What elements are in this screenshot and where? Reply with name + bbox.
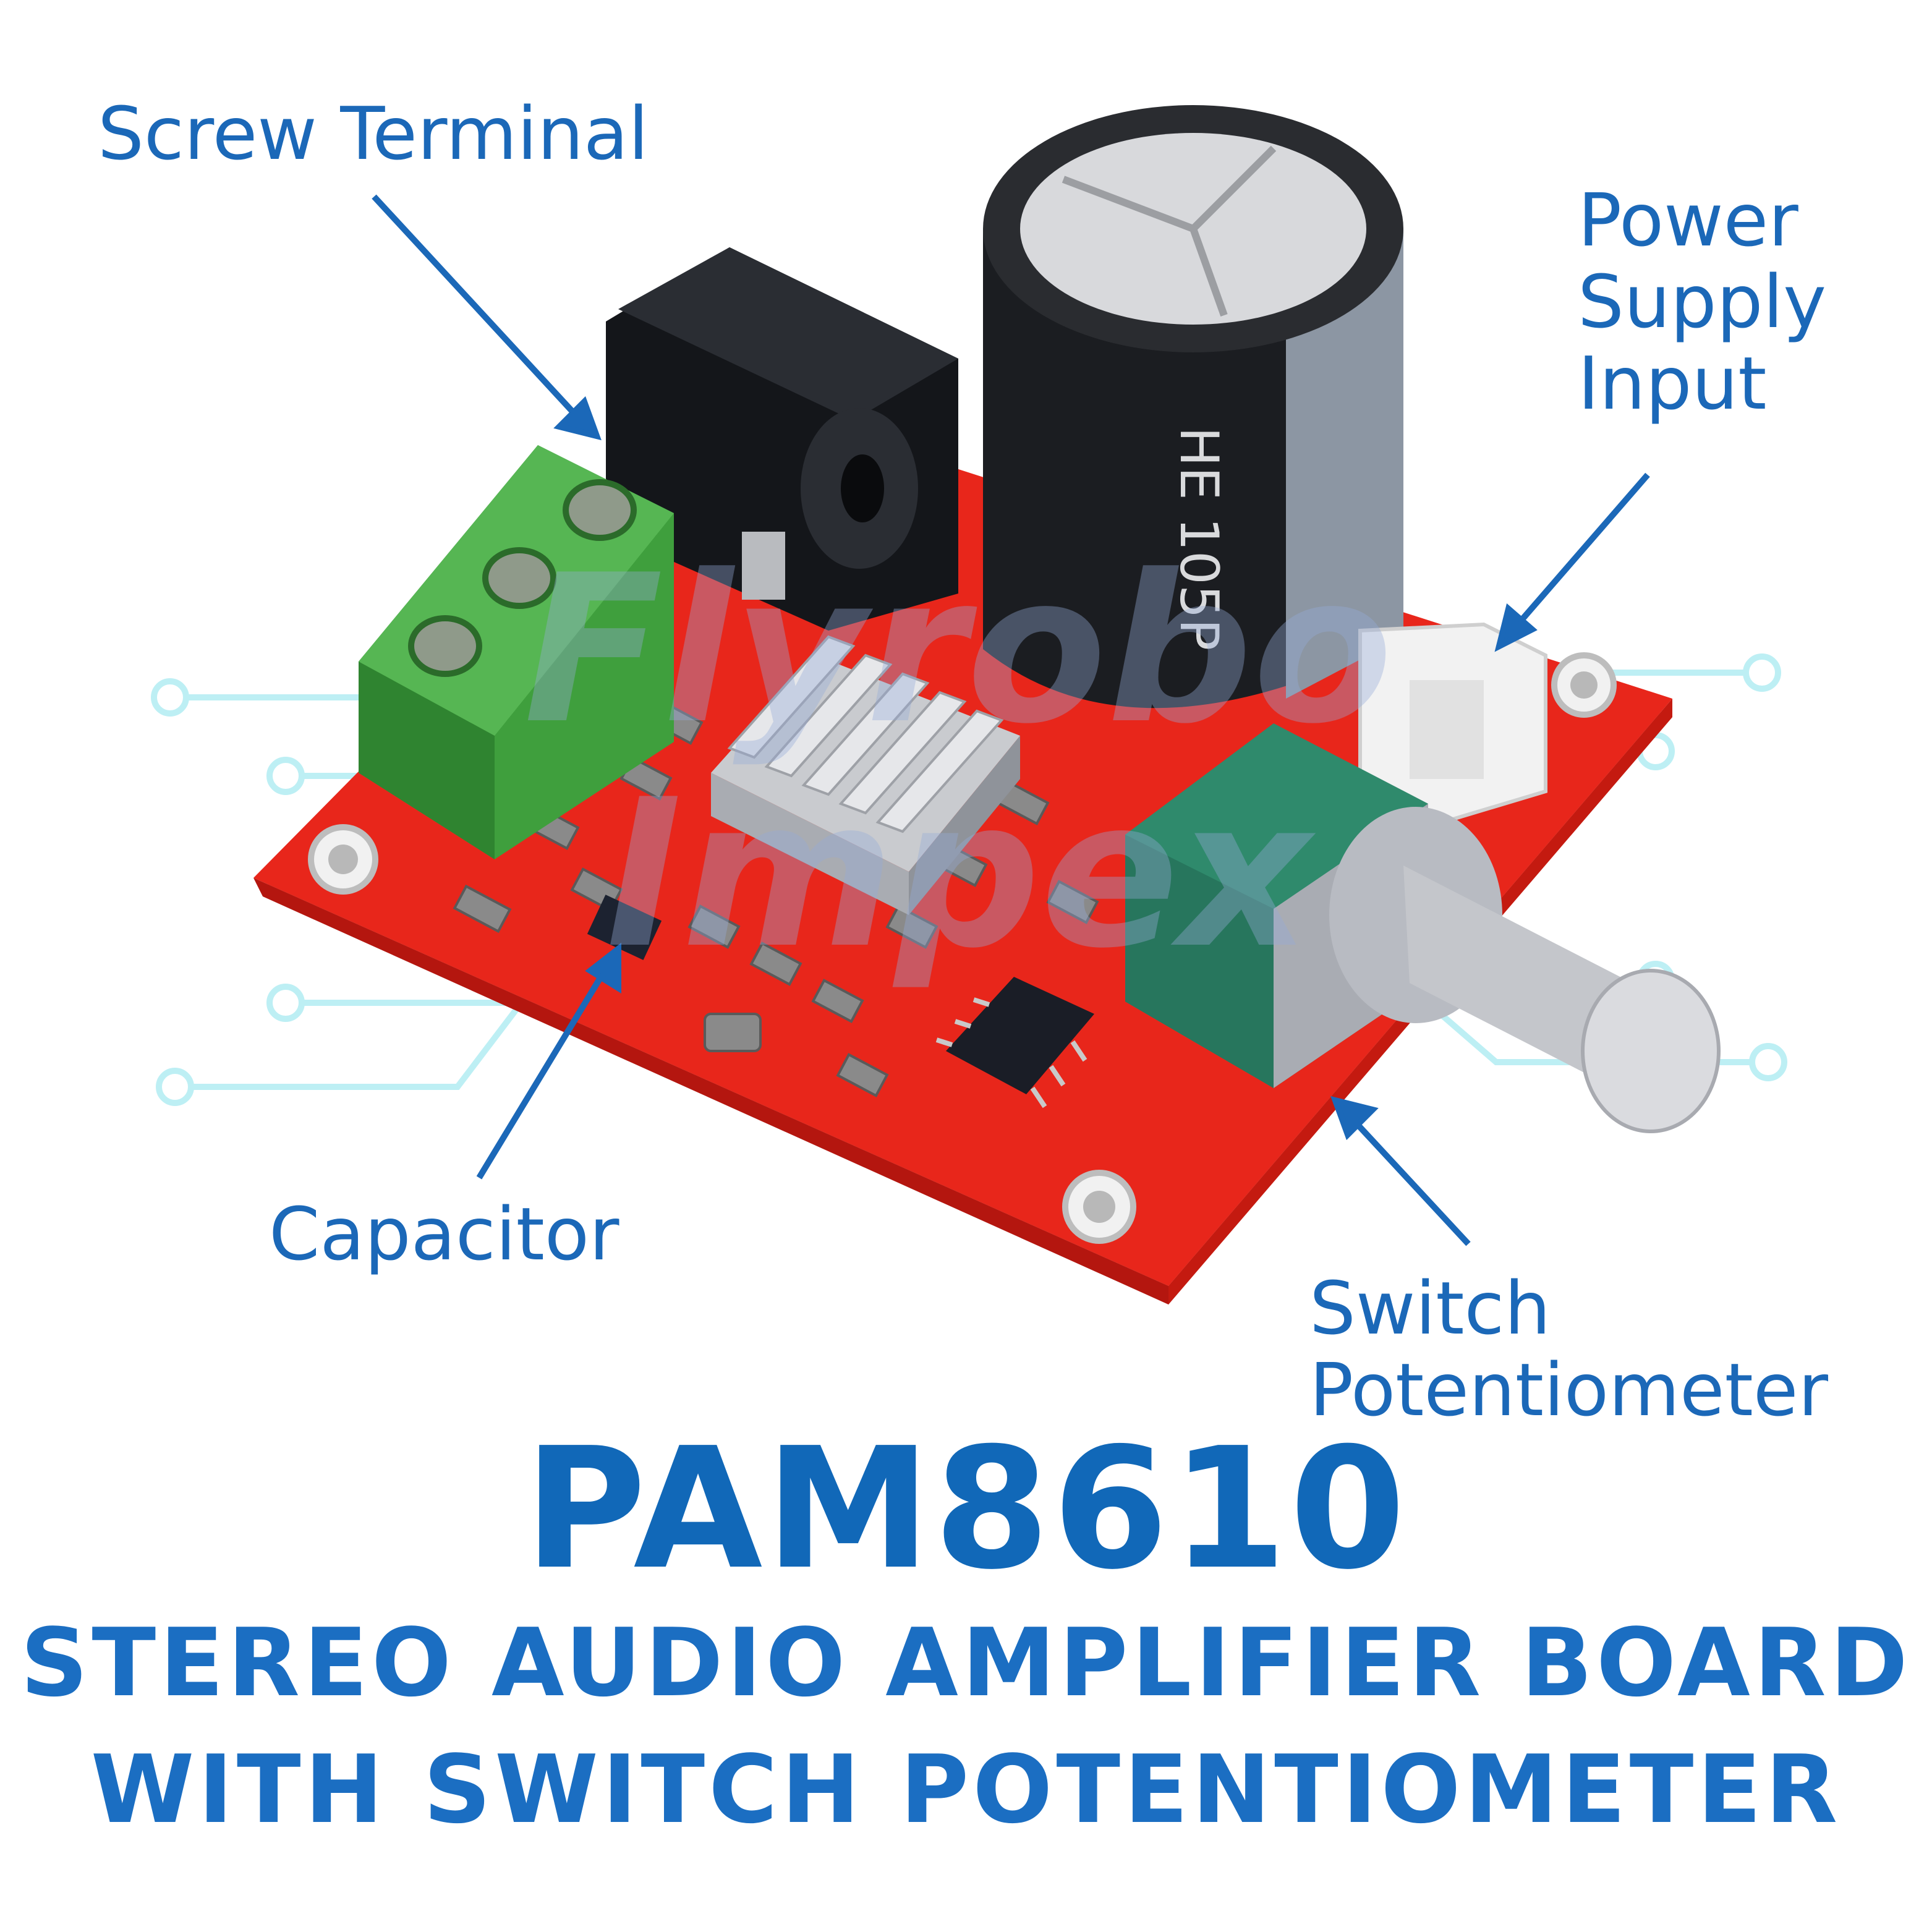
callout-supply-line: Supply [1578,259,1827,345]
callout-arrows [372,194,1650,1246]
switch-potentiometer [1125,723,1721,1133]
callout-screw-terminal: Screw Terminal [98,91,649,176]
smd-capacitor-chip [587,895,662,960]
mounting-hole [1551,652,1617,718]
watermark-text: Flyrobo Impex [523,531,1394,993]
mounting-hole [308,824,378,895]
callout-power-line: Power [1578,177,1798,263]
dc-power-jack [606,247,958,631]
callout-capacitor: Capacitor [269,1191,619,1277]
callout-power-supply-input: Power Supply Input [1578,177,1827,427]
callout-switch-line: Switch [1309,1266,1551,1351]
amplifier-ic-chip [935,977,1094,1109]
product-subtitle-line2: WITH SWITCH POTENTIOMETER [90,1735,1842,1844]
callout-input-line: Input [1578,341,1767,427]
screw-terminal-block [359,445,674,859]
svg-text:HE 105P: HE 105P [1168,427,1230,650]
callout-potentiometer-line: Potentiometer [1309,1347,1828,1433]
callout-switch-potentiometer: Switch Potentiometer [1309,1267,1828,1431]
electrolytic-capacitor: HE 105P [983,105,1403,709]
mounting-hole [1062,1170,1136,1244]
product-model-title: PAM8610 [524,1411,1408,1606]
product-subtitle-line1: STEREO AUDIO AMPLIFIER BOARD [20,1608,1912,1717]
power-connector [1358,622,1547,831]
heat-sink [711,635,1020,915]
